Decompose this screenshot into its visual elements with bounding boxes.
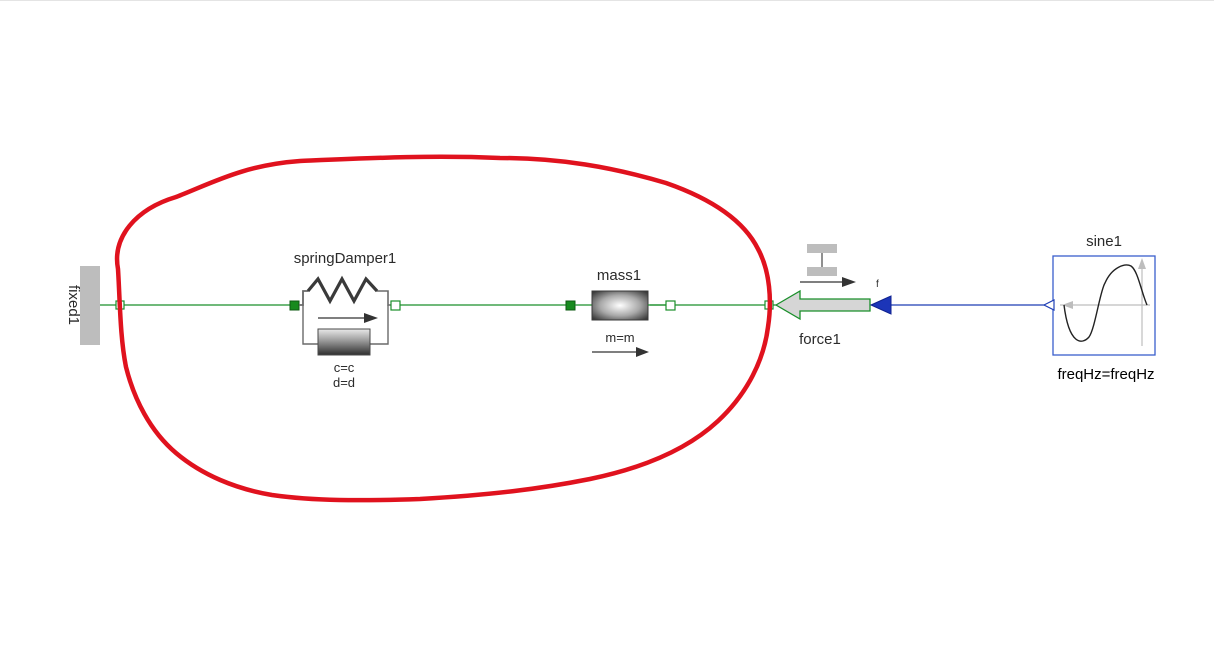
mass-direction-arrow-icon [592, 347, 649, 357]
mass-block-icon [591, 290, 649, 321]
sine-axes-icon [1060, 258, 1150, 346]
sine1-component[interactable]: sine1 freqHz=freqHz [1042, 233, 1156, 383]
sine-wave-icon [1063, 264, 1148, 342]
spring-flange-b-port[interactable] [390, 300, 401, 311]
mass-flange-b-port[interactable] [665, 300, 676, 311]
fixed1-label: fixed1 [65, 285, 82, 325]
springDamper1-label: springDamper1 [294, 250, 397, 267]
force-support-icon [807, 244, 837, 276]
mass1-label: mass1 [597, 267, 641, 284]
force-input-port[interactable] [869, 295, 892, 315]
springDamper1-component[interactable]: springDamper1 c=c d=d [289, 250, 401, 390]
mass-param-m: m=m [605, 330, 634, 345]
damper-cylinder-icon [317, 328, 371, 356]
spring-direction-arrow-icon [318, 313, 378, 323]
fixed-ground-bar [80, 266, 100, 345]
force-direction-arrow-icon [800, 277, 856, 287]
spring-coil-icon [306, 275, 379, 305]
annotation-ellipse [114, 154, 773, 503]
force1-component[interactable]: f force1 [764, 244, 892, 348]
mass1-component[interactable]: mass1 m=m [565, 267, 676, 357]
force1-label: force1 [799, 331, 841, 348]
spring-param-c: c=c [334, 360, 355, 375]
sine1-label: sine1 [1086, 233, 1122, 250]
spring-flange-a-port[interactable] [289, 300, 300, 311]
damper-bracket-icon [302, 305, 389, 345]
sine-param-freq: freqHz=freqHz [1057, 366, 1154, 383]
fixed1-component[interactable]: fixed1 [65, 266, 125, 345]
mass-flange-a-port[interactable] [565, 300, 576, 311]
spring-param-d: d=d [333, 375, 355, 390]
sine-output-port[interactable] [1042, 299, 1055, 311]
force-port-label: f [876, 279, 879, 290]
force-arrow-icon [774, 289, 871, 321]
